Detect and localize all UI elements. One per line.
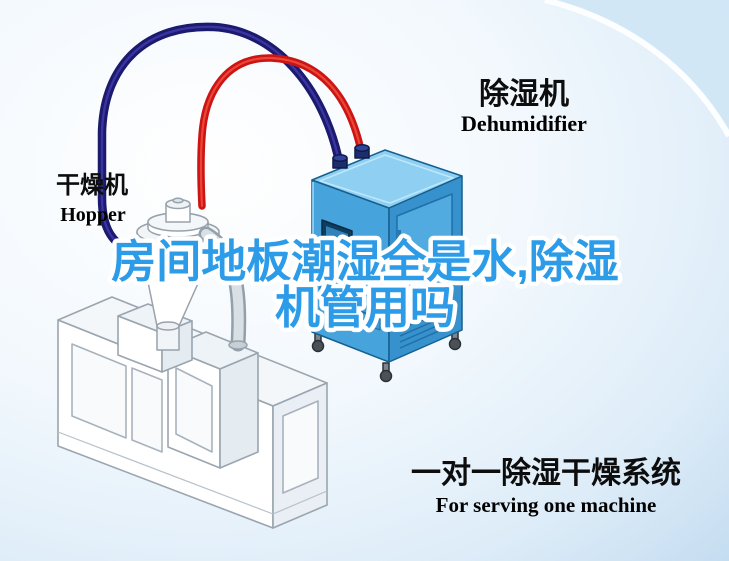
supply-hose-red-highlight	[199, 56, 364, 208]
machine-skirt-line	[57, 431, 328, 515]
hose-fitting-top	[354, 144, 370, 152]
hose-group	[97, 22, 366, 259]
caster-wheel	[448, 337, 462, 351]
machine-cabinet-side	[219, 352, 259, 469]
door-handle	[443, 244, 447, 255]
display-screen	[326, 226, 348, 251]
caster-wheel	[379, 369, 393, 383]
top-trim-highlight	[319, 154, 454, 204]
dehumidifier-label-en: Dehumidifier	[461, 111, 587, 136]
return-hose-navy-highlight	[100, 25, 342, 256]
hose-fitting-top	[332, 154, 348, 162]
machine-panel-left	[71, 343, 127, 439]
front-vent-slats	[323, 276, 377, 325]
hopper-elbow-flange	[228, 340, 248, 350]
door-hinge	[398, 230, 401, 238]
hopper-cone-seam	[156, 321, 180, 331]
hopper-label-en: Hopper	[60, 204, 126, 226]
door-hinge	[398, 290, 401, 298]
machine-panel-end	[282, 400, 319, 494]
hopper-knob	[172, 197, 184, 204]
hopper-elbow-duct	[201, 229, 244, 349]
dehumidifier-top-panel	[311, 149, 463, 209]
side-door	[396, 193, 453, 331]
corner-swoosh	[544, 0, 729, 138]
watermark-title-line1: 房间地板潮湿全是水,除湿	[111, 236, 619, 287]
dehumidifier-illustration	[311, 144, 463, 383]
corner-decoration	[550, 0, 729, 130]
caster-wheels	[311, 330, 462, 383]
caption-cn: 一对一除湿干燥系统	[411, 456, 681, 490]
watermark-title-line2: 机管用吗	[275, 282, 455, 333]
side-vent-slats	[399, 314, 449, 349]
extruder-machine-illustration	[57, 296, 328, 529]
machine-panel-mid	[131, 367, 163, 453]
caster-wheel	[311, 339, 325, 353]
caption-en: For serving one machine	[436, 493, 657, 517]
hopper-illustration	[136, 197, 248, 352]
dehumidifier-label-cn: 除湿机	[479, 77, 569, 111]
hose-fittings	[332, 144, 370, 169]
machine-cabinet-panel	[175, 367, 213, 453]
hopper-label-cn: 干燥机	[56, 172, 128, 199]
